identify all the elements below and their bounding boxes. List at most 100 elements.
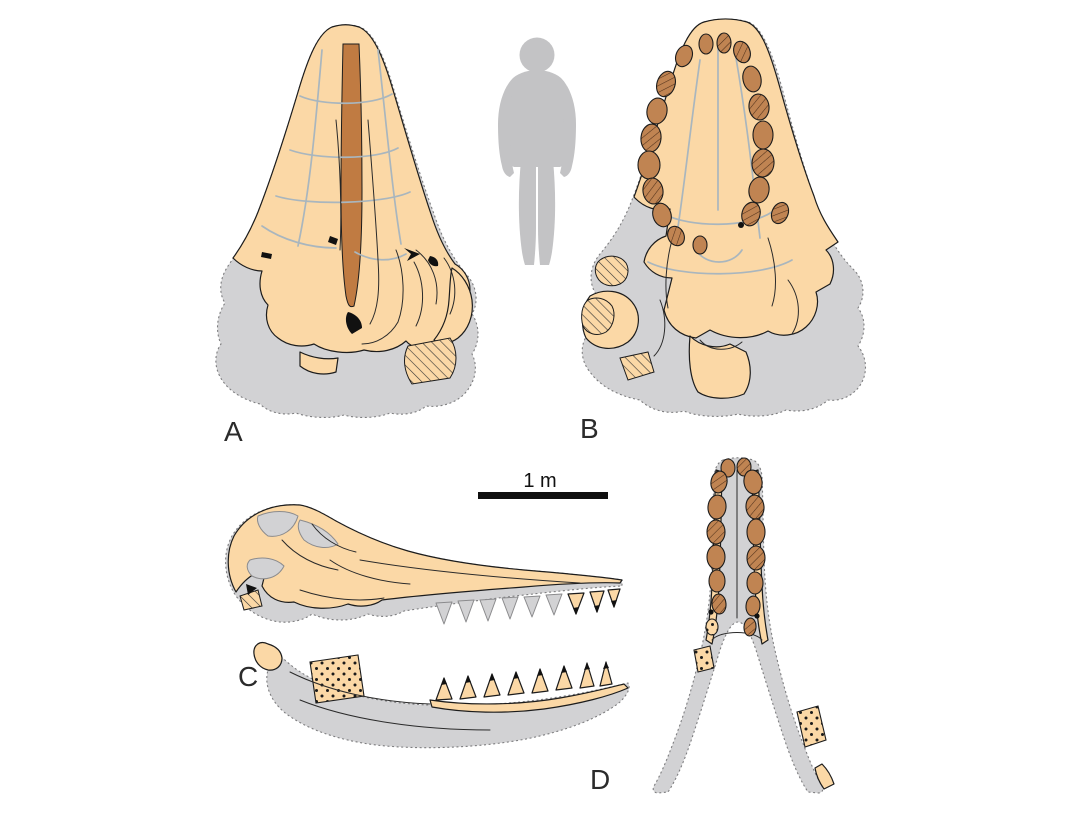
- skull-a-foramen-mark: [428, 256, 439, 267]
- tooth-tip: [537, 669, 543, 676]
- mandible-d-dotted-patch-left: [693, 645, 715, 673]
- tooth: [708, 569, 726, 593]
- human-right-arm: [560, 86, 576, 177]
- tooth: [523, 595, 541, 618]
- skull-a-suture-line: [299, 93, 393, 105]
- skull-a-hatched-patch: [404, 337, 457, 385]
- skull-a-crack-line: [367, 119, 380, 325]
- skull-c-crack-line: [281, 539, 339, 571]
- mandible-c-reconstruction-outline: [253, 642, 630, 749]
- panel-label-c: C: [238, 661, 258, 692]
- tooth: [706, 544, 726, 570]
- skull-a-suture-line: [377, 49, 402, 245]
- skull-c-gray-patch: [246, 557, 285, 580]
- tooth: [746, 571, 764, 595]
- skull-b-crack-line: [653, 299, 666, 357]
- tooth: [705, 618, 719, 636]
- mandible-d-divergence-line: [711, 632, 763, 641]
- skull-a-foramen-mark: [345, 312, 362, 334]
- tooth-tip: [561, 666, 567, 673]
- tooth: [589, 590, 605, 613]
- tooth: [746, 518, 766, 546]
- skull-a-crack-line: [361, 249, 404, 345]
- tooth: [711, 593, 727, 615]
- skull-c-upper-teeth: [435, 588, 621, 625]
- skull-c-crack-line: [311, 523, 357, 553]
- tooth: [710, 470, 728, 494]
- skull-b-vomer-wedge: [688, 335, 751, 399]
- skull-b-crack-line: [767, 237, 776, 307]
- tooth-tip: [584, 663, 590, 670]
- skull-c-gray-patch: [257, 511, 299, 537]
- scale-bar: 1 m: [478, 470, 608, 499]
- tooth: [770, 201, 790, 225]
- tooth: [748, 176, 770, 204]
- skull-b-suture-line: [675, 59, 701, 241]
- skull-c-foramen-mark: [246, 584, 257, 595]
- skull-b-upper-teeth: [637, 32, 790, 255]
- skull-a-crack-line: [413, 261, 424, 327]
- skull-a-suture-line: [354, 251, 407, 261]
- tooth: [435, 677, 453, 701]
- tooth: [459, 675, 477, 700]
- skull-b-foramen-dot: [738, 222, 744, 228]
- tooth: [746, 545, 766, 571]
- skull-a-suture-line: [261, 225, 337, 249]
- human-right-leg: [538, 160, 556, 265]
- tooth: [743, 469, 763, 495]
- panel-label-b: B: [580, 413, 599, 444]
- tooth: [555, 665, 573, 691]
- tooth: [479, 598, 497, 622]
- tooth: [457, 599, 475, 623]
- tooth-tip: [611, 600, 617, 608]
- skull-b-crack-line: [665, 239, 673, 309]
- skull-c-rostrum-line: [359, 559, 581, 584]
- mandible-d-foramen-dot: [754, 613, 760, 619]
- tooth-tip: [573, 607, 579, 615]
- skull-b-hatched-crescent: [581, 297, 615, 335]
- mandible-c-dotted-alveolar-patch: [309, 654, 365, 704]
- tooth: [692, 235, 708, 255]
- skull-a-foramen-mark: [261, 252, 272, 259]
- skull-a-suture-line: [275, 191, 411, 204]
- tooth: [607, 588, 621, 608]
- mandible-d-right-ramus-tip-bone: [814, 763, 835, 790]
- tooth: [733, 40, 751, 64]
- tooth: [748, 93, 770, 121]
- tooth: [745, 595, 761, 617]
- skull-a-suture-line: [297, 49, 323, 247]
- skull-c-zygomatic-line: [299, 589, 385, 601]
- skull-b-palate-bone: [633, 18, 839, 339]
- tooth: [579, 662, 595, 689]
- tooth-tip: [441, 678, 447, 685]
- tooth: [667, 225, 685, 247]
- skull-a-crack-line: [335, 119, 342, 251]
- skull-a-bottom-patch: [299, 351, 339, 375]
- mandible-d-dotted-patch-right: [796, 705, 827, 748]
- mandible-c-body-line: [289, 671, 431, 705]
- tooth: [483, 673, 501, 698]
- tooth: [637, 150, 661, 180]
- skull-a-nasal-mark: [404, 248, 420, 261]
- scale-bar-rule: [478, 492, 608, 499]
- tooth: [652, 202, 672, 228]
- mandible-c-teeth: [435, 661, 613, 701]
- skull-c-hatched-patch: [239, 589, 263, 611]
- tooth: [435, 601, 453, 625]
- skull-c-preserved-bone: [227, 504, 623, 609]
- tooth-tip: [594, 605, 600, 613]
- skull-a-nasal-mark: [328, 236, 338, 245]
- tooth: [599, 661, 613, 687]
- skull-b-hatched-quad: [619, 351, 655, 381]
- panel-b-skull-ventral: [581, 18, 867, 417]
- human-left-leg: [518, 160, 536, 265]
- human-left-arm: [498, 86, 514, 177]
- tooth: [507, 671, 525, 696]
- panel-c-lateral: [225, 504, 630, 749]
- skull-a-orbit-line: [443, 257, 456, 315]
- tooth-tip: [603, 662, 609, 669]
- tooth: [706, 519, 726, 545]
- tooth: [742, 65, 762, 93]
- mandible-d-foramen-dot: [708, 609, 714, 615]
